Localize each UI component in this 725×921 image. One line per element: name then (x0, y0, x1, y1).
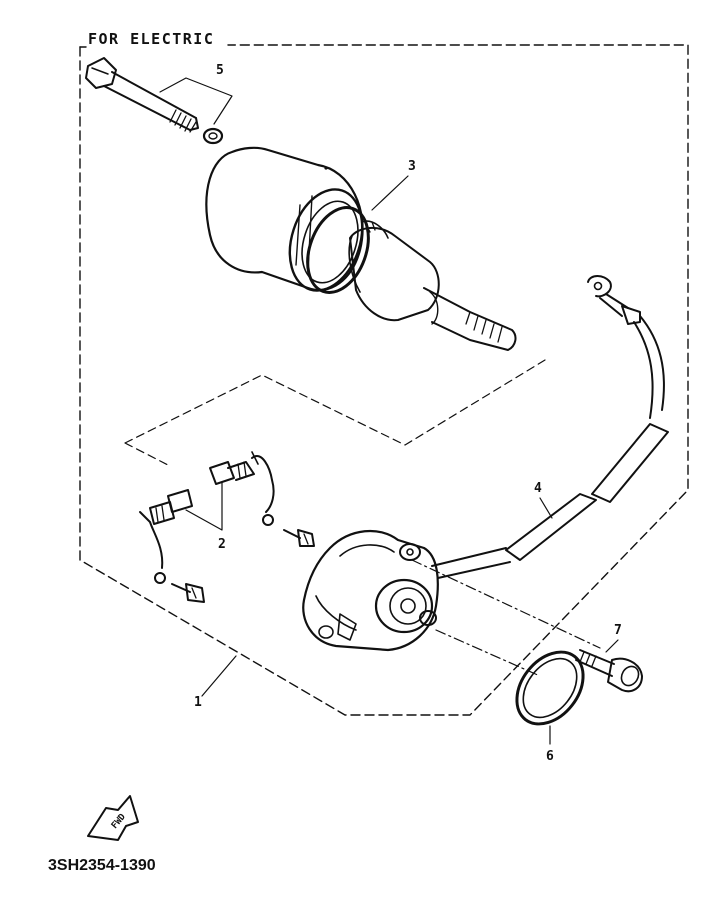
leader-two (185, 481, 223, 531)
wire-lead (431, 275, 669, 579)
armature-plane (124, 359, 546, 466)
forward-arrow-icon: FWD (87, 795, 139, 841)
assembly-axis-lines (411, 559, 601, 677)
end-cover-o-ring (515, 650, 585, 726)
brush-holder-upper (209, 451, 275, 526)
callout-1: 1 (194, 695, 202, 710)
diagram-part-number: 3SH2354-1390 (48, 857, 156, 874)
armature-shaft (348, 220, 517, 351)
diagram-title: FOR ELECTRIC (88, 30, 214, 48)
callout-6: 6 (546, 749, 554, 764)
assembly-boundary (79, 44, 689, 716)
callout-2: 2 (218, 537, 226, 552)
leader-five (159, 77, 233, 125)
callout-7: 7 (614, 623, 622, 638)
o-ring (306, 206, 370, 294)
leader-one (201, 655, 237, 697)
callout-3: 3 (408, 159, 416, 174)
brush-screw-upper (283, 529, 315, 547)
brush-holder-lower (139, 489, 193, 584)
leader-three (371, 175, 409, 211)
starter-end-cover (302, 529, 439, 652)
starter-motor-yoke (205, 146, 364, 292)
callout-5: 5 (216, 63, 224, 78)
end-cover-bolt (575, 649, 643, 693)
callout-4: 4 (534, 481, 542, 496)
leader-four (539, 497, 553, 519)
through-bolt (85, 57, 199, 133)
leader-seven (605, 639, 619, 653)
bolt-washer (202, 127, 224, 145)
brush-screw-lower (171, 583, 205, 603)
